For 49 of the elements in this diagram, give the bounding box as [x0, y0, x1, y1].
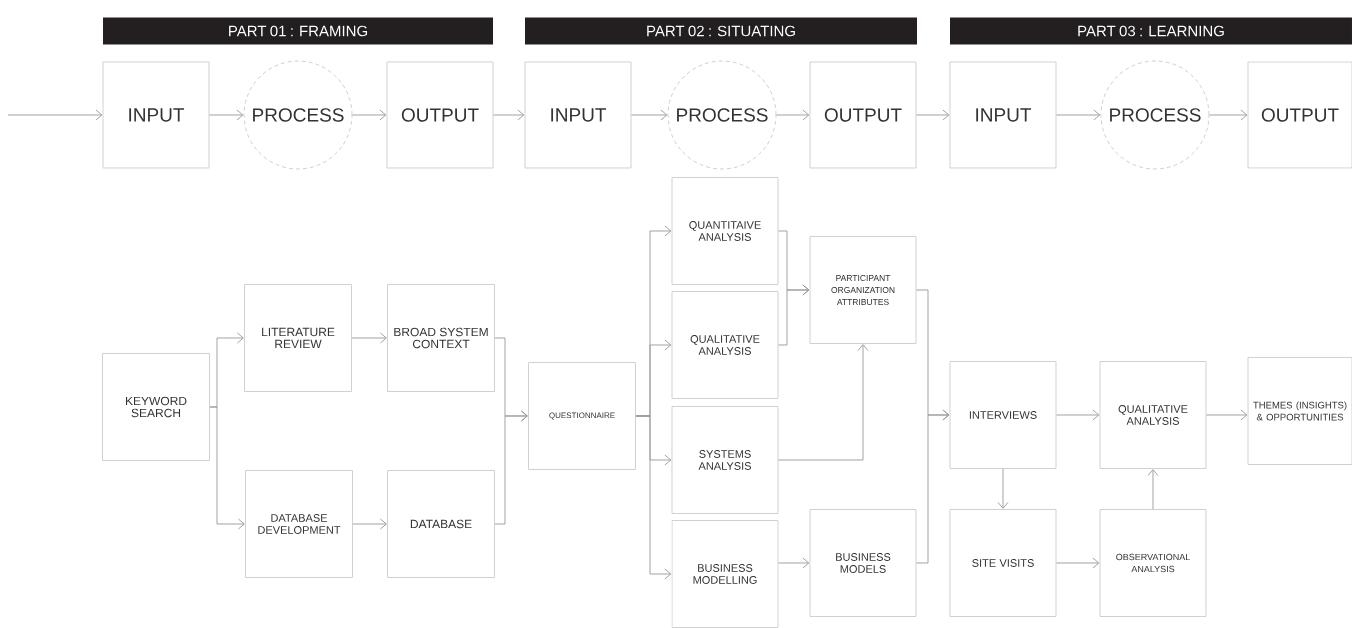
arrow: [916, 409, 950, 564]
process-box: DATABASE DEVELOPMENT: [245, 470, 353, 578]
arrow: [1056, 557, 1100, 569]
process-box: SITE VISITS: [949, 509, 1057, 617]
arrow: [351, 332, 387, 344]
arrow: [778, 557, 810, 569]
arrow: [1206, 409, 1248, 421]
process-box: INTERVIEWS: [949, 361, 1057, 469]
arrow: [635, 415, 672, 580]
arrow: [1209, 109, 1248, 121]
arrow: [494, 410, 528, 525]
process-box: OUTPUT: [809, 61, 917, 169]
process-box: OUTPUT: [386, 61, 494, 169]
part-banner: PART 03 : LEARNING: [950, 17, 1352, 45]
process-box: QUALITATIVE ANALYSIS: [1099, 361, 1207, 469]
process-box: INPUT: [524, 61, 632, 169]
process-box: OBSERVATIONAL ANALYSIS: [1099, 509, 1207, 617]
arrow: [1056, 109, 1101, 121]
arrow: [778, 344, 869, 461]
process-box: BUSINESS MODELS: [809, 509, 917, 617]
process-box: PARTICIPANT ORGANIZATION ATTRIBUTES: [809, 236, 917, 344]
arrow: [916, 109, 950, 121]
process-box: LITERATURE REVIEW: [244, 284, 352, 392]
process-box: BROAD SYSTEM CONTEXT: [387, 284, 495, 392]
process-box: INPUT: [949, 61, 1057, 169]
arrow: [209, 406, 245, 530]
process-box: DATABASE: [387, 470, 495, 578]
process-box: INPUT: [102, 61, 210, 169]
arrow: [352, 518, 387, 530]
arrow: [778, 284, 810, 346]
arrow: [631, 109, 668, 121]
part-banner: PART 01 : FRAMING: [103, 17, 493, 45]
process-box: OUTPUT: [1247, 61, 1352, 169]
arrow: [1056, 409, 1100, 421]
process-box: THEMES (INSIGHTS) & OPPORTUNITIES: [1247, 357, 1352, 465]
arrow: [997, 468, 1009, 509]
arrow: [776, 109, 810, 121]
arrow: [1147, 469, 1159, 510]
process-box: QUANTITAIVE ANALYSIS: [671, 177, 779, 285]
arrow: [209, 109, 244, 121]
process-box: KEYWORD SEARCH: [102, 353, 210, 461]
process-box: SYSTEMS ANALYSIS: [671, 406, 779, 514]
process-box: QUALITATIVE ANALYSIS: [671, 291, 779, 399]
arrow: [493, 109, 525, 121]
arrow: [352, 109, 387, 121]
process-box: BUSINESS MODELLING: [671, 520, 779, 628]
process-box: QUESTIONNAIRE: [528, 362, 636, 470]
arrow: [7, 109, 103, 121]
part-banner: PART 02 : SITUATING: [525, 17, 917, 45]
